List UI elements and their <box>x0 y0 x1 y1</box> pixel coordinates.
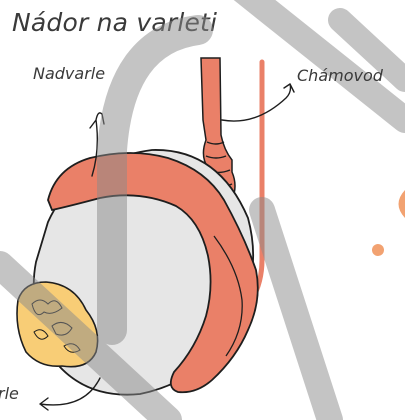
decorative-dots <box>372 190 405 256</box>
label-vas-deferens: Chámovod <box>297 66 383 85</box>
label-tumor: rle <box>0 384 19 403</box>
vas-deferens-arrow <box>222 84 294 121</box>
label-epididymis: Nadvarle <box>33 64 105 83</box>
